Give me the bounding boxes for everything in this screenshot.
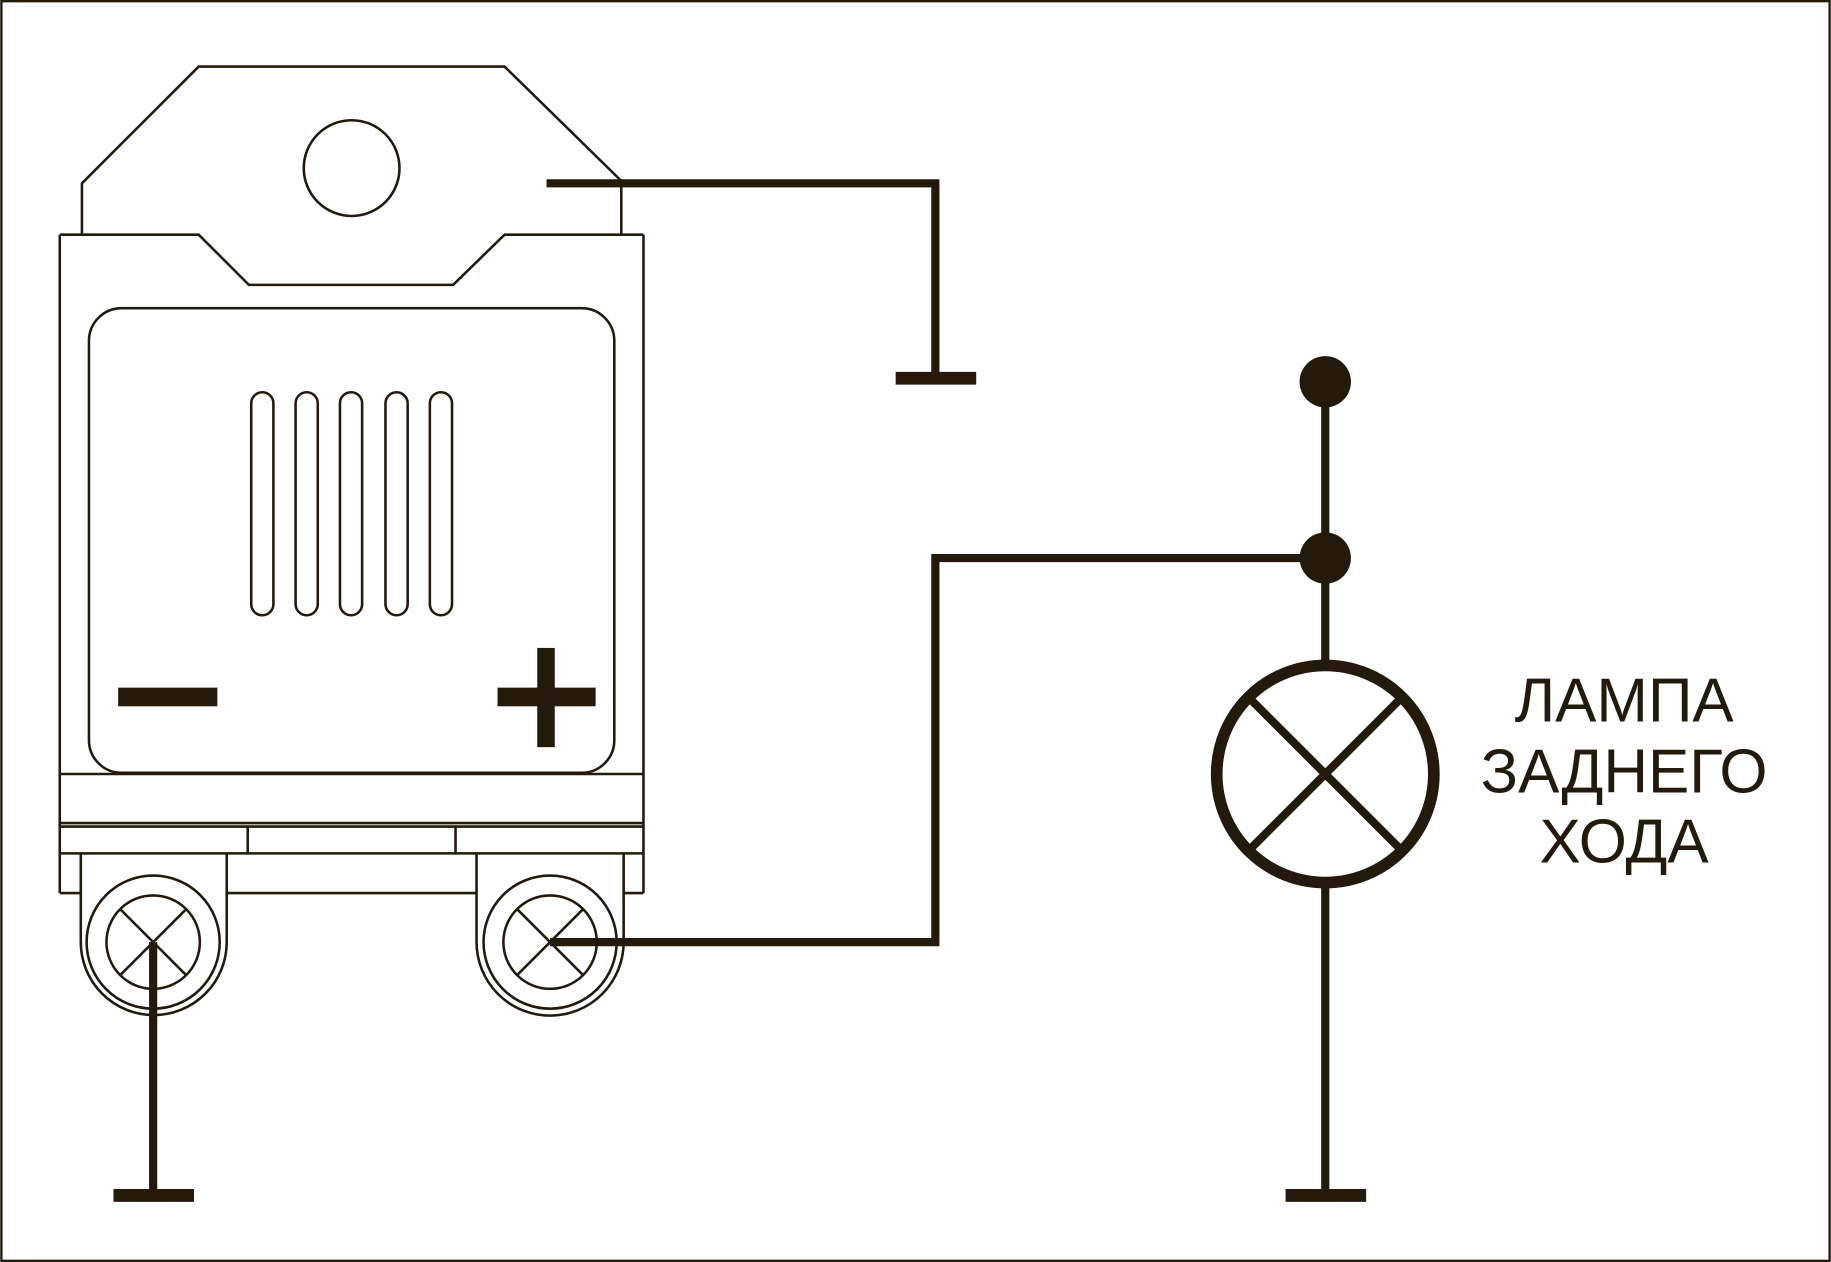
lamp-label-line-1: ЛАМПА — [1515, 666, 1735, 735]
lamp-label-line-3: ХОДА — [1540, 808, 1710, 877]
lamp-label-line-2: ЗАДНЕГО — [1481, 738, 1768, 807]
wire-relay-to-ground — [546, 179, 940, 378]
lamp-label: ЛАМПА ЗАДНЕГО ХОДА — [1481, 666, 1768, 876]
reverse-lamp — [1210, 356, 1440, 1202]
wires — [113, 179, 1326, 1202]
relay-module — [58, 65, 645, 1017]
mounting-hole — [302, 118, 401, 218]
relay-cap-bottom — [59, 233, 644, 287]
lamp-symbol-icon — [1210, 659, 1440, 889]
vent-slots — [249, 390, 454, 617]
plus-sign-icon — [497, 647, 596, 748]
junction-dot — [1299, 532, 1351, 584]
minus-sign-icon — [118, 687, 218, 707]
wire-relay-to-lamp — [550, 553, 1326, 947]
